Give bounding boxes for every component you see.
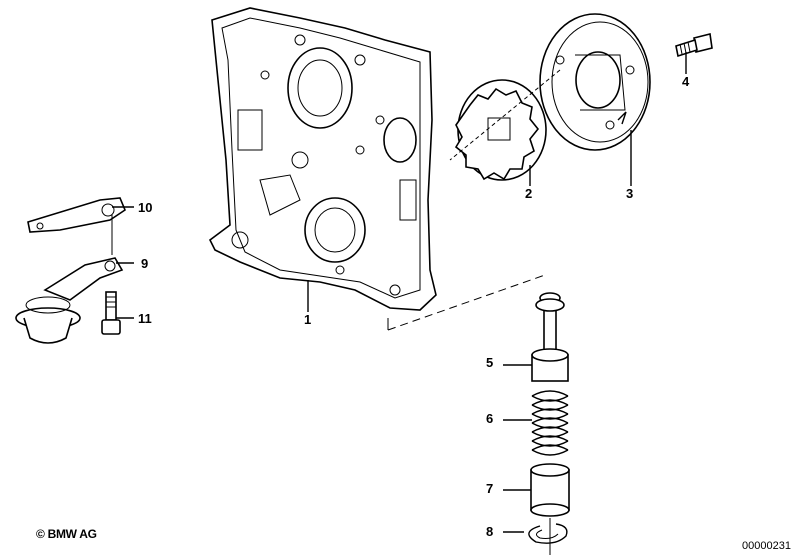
part-label-10[interactable]: 10: [138, 200, 153, 215]
bolt[interactable]: [101, 291, 121, 335]
part-label-2[interactable]: 2: [525, 186, 533, 201]
part-label-6[interactable]: 6: [486, 411, 494, 426]
part-label-5[interactable]: 5: [486, 355, 494, 370]
diagram-reference-number: 00000231: [742, 540, 791, 552]
part-label-11[interactable]: 11: [138, 311, 152, 326]
oil-strainer[interactable]: [15, 257, 124, 344]
gasket[interactable]: [27, 197, 126, 233]
part-label-9[interactable]: 9: [141, 256, 149, 271]
part-label-1[interactable]: 1: [304, 312, 312, 327]
spring[interactable]: [531, 390, 569, 456]
circlip[interactable]: [528, 523, 568, 544]
part-label-7[interactable]: 7: [486, 481, 494, 496]
part-label-3[interactable]: 3: [626, 186, 634, 201]
part-label-8[interactable]: 8: [486, 524, 494, 539]
pump-cover[interactable]: [539, 13, 651, 151]
copyright-text: © BMW AG: [36, 527, 97, 541]
screw[interactable]: [675, 33, 713, 58]
timing-case-housing[interactable]: [208, 7, 437, 311]
sleeve[interactable]: [530, 463, 570, 517]
part-label-4[interactable]: 4: [682, 74, 690, 89]
inner-rotor[interactable]: [454, 79, 547, 181]
piston[interactable]: [531, 292, 569, 382]
